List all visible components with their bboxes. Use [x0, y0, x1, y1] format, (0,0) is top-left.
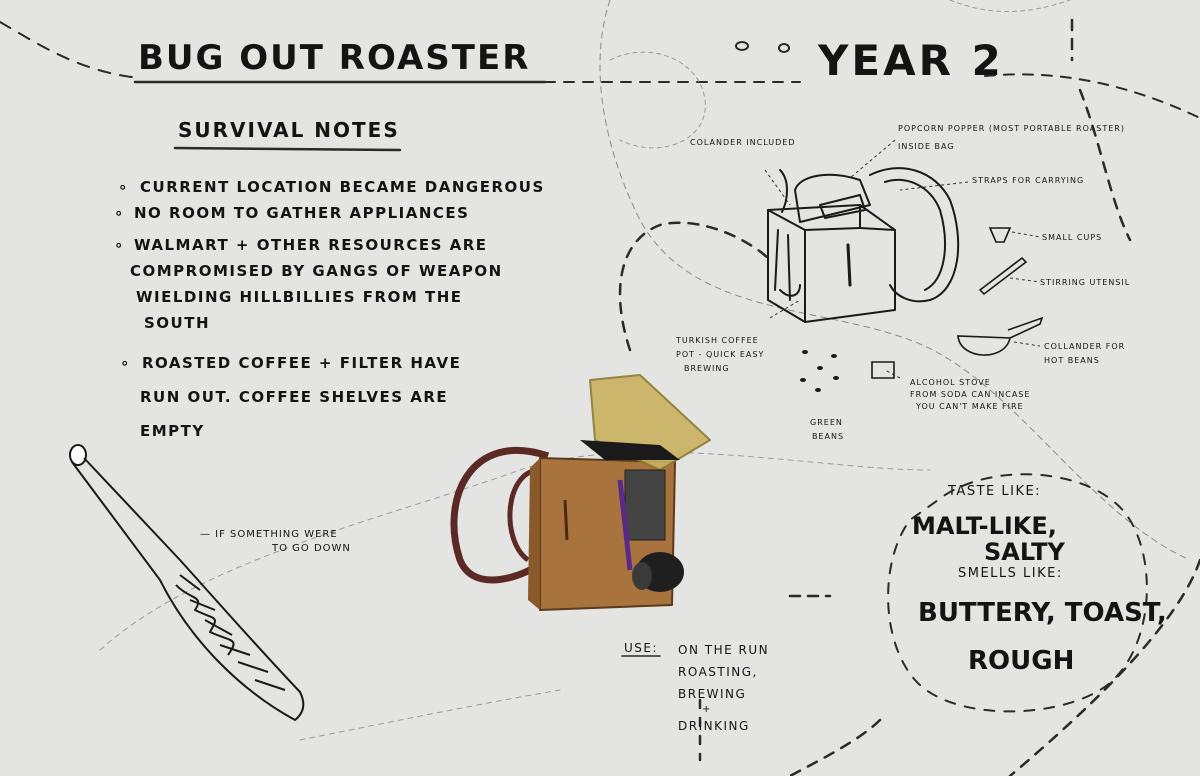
note-line: empty	[140, 422, 205, 440]
survival-heading: Survival Notes	[178, 118, 400, 142]
green-beans-icon	[800, 350, 839, 392]
label-turkish-coffee: Turkish coffee	[676, 336, 759, 345]
label-alcohol-stove: from soda can incase	[910, 390, 1031, 399]
label-turkish-coffee: brewing	[684, 364, 730, 373]
note-line: wielding hillbillies from the	[136, 288, 463, 306]
diagram-small-items	[871, 227, 1044, 379]
note-line: Current location became dangerous	[140, 178, 545, 196]
stove-icon	[871, 361, 895, 379]
year-label: Year 2	[818, 36, 1004, 85]
label-collander: hot beans	[1044, 356, 1100, 365]
roaster-diagram	[767, 167, 960, 323]
label-green-beans: Green	[810, 418, 843, 427]
survival-underline	[173, 146, 402, 152]
roaster-photo	[450, 374, 711, 611]
taste-label: Taste like:	[948, 484, 1042, 499]
use-line: +	[702, 704, 712, 715]
note-line: Walmart + other resources are	[134, 236, 488, 254]
note-bullet: ∘	[114, 236, 125, 254]
taste-bubble	[887, 473, 1148, 713]
cup-icon	[988, 227, 1012, 243]
colander-icon	[957, 316, 1044, 356]
note-line: Roasted coffee + filter have	[142, 354, 462, 372]
smell-word: rough	[968, 646, 1075, 676]
note-line: run out. Coffee shelves are	[140, 388, 449, 406]
use-line: brewing	[678, 687, 747, 701]
label-straps: Straps for carrying	[972, 176, 1085, 185]
label-alcohol-stove: Alcohol stove	[910, 378, 991, 387]
taste-word: Malt-like,	[912, 512, 1057, 540]
label-colander-included: Colander included	[690, 138, 796, 147]
label-alcohol-stove: you can't make fire	[916, 402, 1024, 411]
faint-curve	[599, 0, 1191, 561]
note-line: No room to gather appliances	[134, 204, 470, 222]
route-dashed-line	[618, 221, 772, 352]
use-label: Use:	[624, 641, 659, 655]
use-line: roasting,	[678, 665, 758, 679]
smell-label: Smells like:	[958, 566, 1063, 581]
taste-word: salty	[984, 538, 1065, 566]
utensil-icon	[978, 256, 1028, 296]
use-line: drinking	[678, 719, 750, 733]
bat-icon	[69, 444, 305, 721]
label-popcorn-popper: inside bag	[898, 142, 955, 151]
label-popcorn-popper: Popcorn popper (most portable roaster)	[898, 124, 1125, 133]
label-stirring-utensil: Stirring utensil	[1040, 278, 1131, 287]
page-title: Bug Out Roaster	[138, 38, 531, 78]
label-green-beans: beans	[812, 432, 845, 441]
header-dashed-line	[0, 21, 141, 79]
note-line: compromised by gangs of weapon	[130, 262, 503, 280]
label-small-cups: Small cups	[1042, 233, 1103, 242]
bat-note-line: — If something were	[200, 529, 338, 540]
note-bullet: ∘	[114, 204, 125, 222]
note-bullet: ∘	[118, 178, 129, 196]
use-line: On the run	[678, 643, 770, 657]
label-collander: Collander for	[1044, 342, 1126, 351]
label-turkish-coffee: pot - quick easy	[676, 350, 765, 359]
note-bullet: ∘	[120, 354, 131, 372]
bat-note-line: to go down	[272, 543, 351, 554]
note-line: south	[144, 314, 211, 332]
smell-word: Buttery, Toast,	[918, 598, 1167, 628]
